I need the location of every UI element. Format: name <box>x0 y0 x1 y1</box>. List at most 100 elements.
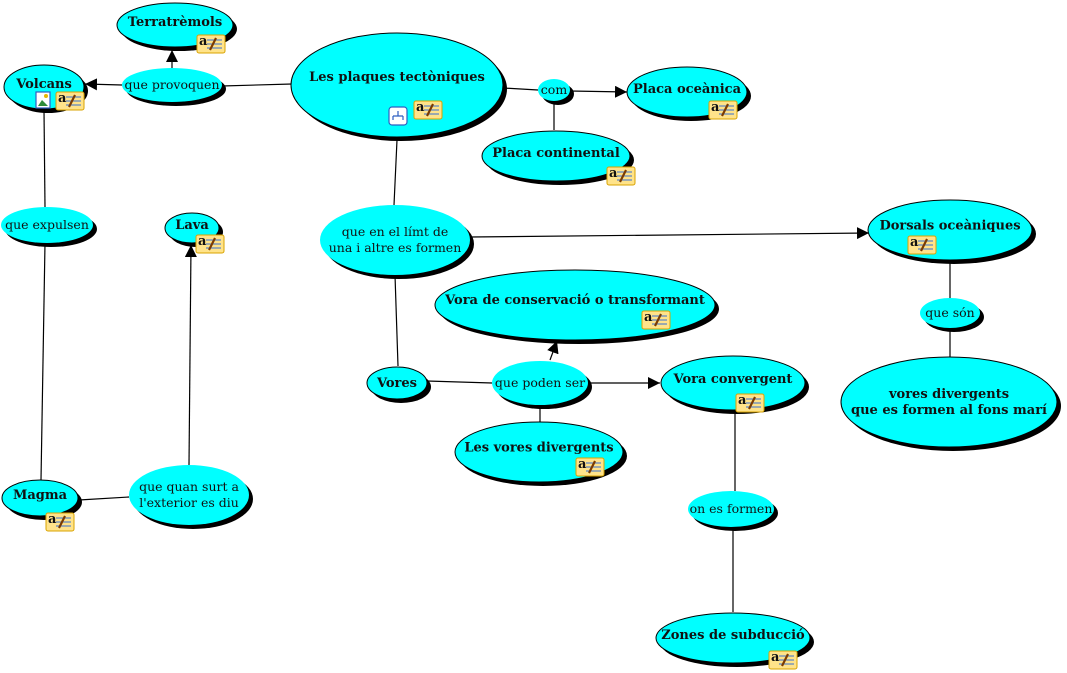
linking-phrase-formen[interactable]: on es formen <box>688 491 778 531</box>
node-label: una i altre es formen <box>329 240 462 255</box>
image-icon[interactable] <box>35 91 51 109</box>
node-label: que provoquen <box>124 77 219 92</box>
node-ellipse <box>840 356 1058 448</box>
connector-line[interactable] <box>78 496 130 501</box>
node-label: Vores <box>376 376 417 391</box>
node-label: Magma <box>13 488 68 503</box>
concept-magma[interactable]: Magma a <box>1 479 82 532</box>
svg-text:a: a <box>48 512 57 527</box>
node-ellipse <box>660 355 806 411</box>
node-label: Placa oceànica <box>633 82 742 97</box>
node-ellipse <box>492 361 588 405</box>
concept-vores[interactable]: Vores <box>366 366 431 403</box>
concept-plaques[interactable]: Les plaques tectòniques a <box>290 32 507 141</box>
node-label: on es formen <box>690 501 773 516</box>
node-label: l'exterior es diu <box>139 495 239 510</box>
note-icon[interactable]: a <box>735 393 765 413</box>
connector-line[interactable] <box>394 274 399 367</box>
note-icon[interactable]: a <box>55 91 85 111</box>
linking-phrase-surt[interactable]: que quan surt al'exterior es diu <box>129 465 253 529</box>
note-icon[interactable]: a <box>196 34 226 54</box>
connector-line[interactable] <box>393 139 398 206</box>
note-icon[interactable]: a <box>768 650 798 670</box>
node-label: que es formen al fons marí <box>851 403 1047 418</box>
concept-oceanica[interactable]: Placa oceànica a <box>626 66 751 121</box>
node-ellipse <box>122 68 222 102</box>
linking-phrase-provoquen[interactable]: que provoquen <box>122 68 226 106</box>
svg-text:a: a <box>58 91 67 106</box>
node-label: Les plaques tectòniques <box>309 70 485 85</box>
concept-subduccio[interactable]: Zones de subducció a <box>655 612 814 670</box>
node-label: Zones de subducció <box>661 628 805 643</box>
node-label: vores divergents <box>888 387 1009 402</box>
node-label: Volcans <box>15 77 72 92</box>
svg-text:a: a <box>738 393 747 408</box>
node-ellipse <box>481 130 631 182</box>
node-label: Dorsals oceàniques <box>879 219 1020 234</box>
svg-text:a: a <box>609 166 618 181</box>
connector-arrow[interactable] <box>84 78 123 91</box>
node-ellipse <box>920 298 980 328</box>
linking-phrase-poden[interactable]: que poden ser <box>492 361 592 409</box>
note-icon[interactable]: a <box>45 512 75 532</box>
note-icon[interactable]: a <box>575 457 605 477</box>
svg-text:a: a <box>910 235 919 250</box>
svg-text:a: a <box>198 234 207 249</box>
note-icon[interactable]: a <box>641 310 671 330</box>
node-ellipse <box>1 207 93 243</box>
node-label: Vora de conservació o transformant <box>444 293 705 308</box>
node-label: com <box>541 82 568 97</box>
submap-icon[interactable] <box>388 106 408 126</box>
note-icon[interactable]: a <box>606 166 636 186</box>
note-icon[interactable]: a <box>708 100 738 120</box>
linking-phrase-son[interactable]: que són <box>920 298 984 332</box>
node-ellipse <box>1 479 79 517</box>
node-label: que en el límt de <box>342 224 448 239</box>
svg-text:a: a <box>711 100 720 115</box>
linking-phrase-expulsen[interactable]: que expulsen <box>1 207 97 247</box>
node-ellipse <box>320 205 470 275</box>
svg-text:a: a <box>199 34 208 49</box>
concept-continental[interactable]: Placa continental a <box>481 130 636 186</box>
node-ellipse <box>290 32 504 138</box>
node-ellipse <box>688 491 774 527</box>
connector-arrow[interactable] <box>184 244 197 466</box>
connector-arrow[interactable] <box>469 227 870 240</box>
connector-arrow[interactable] <box>547 340 559 361</box>
note-icon[interactable]: a <box>195 234 225 254</box>
note-icon[interactable]: a <box>413 100 443 120</box>
concept-conservacio[interactable]: Vora de conservació o transformant a <box>434 269 719 344</box>
node-label: Lava <box>175 218 209 233</box>
node-label: Les vores divergents <box>464 441 613 456</box>
node-label: que poden ser <box>495 375 585 390</box>
node-label: Placa continental <box>492 146 620 161</box>
node-label: que quan surt a <box>139 479 239 494</box>
connector-line[interactable] <box>426 380 493 384</box>
connector-line[interactable] <box>502 87 539 91</box>
svg-text:a: a <box>644 310 653 325</box>
connector-arrow[interactable] <box>569 85 628 98</box>
node-ellipse <box>538 79 570 101</box>
connector-line[interactable] <box>40 242 46 481</box>
node-ellipse <box>129 465 249 525</box>
svg-text:a: a <box>578 457 587 472</box>
node-ellipse <box>366 366 428 400</box>
node-label: que són <box>925 305 974 320</box>
connector-line[interactable] <box>221 83 293 87</box>
svg-text:a: a <box>416 100 425 115</box>
svg-text:a: a <box>771 650 780 665</box>
note-icon[interactable]: a <box>907 235 937 255</box>
node-label: que expulsen <box>5 217 89 232</box>
linking-phrase-com[interactable]: com <box>538 79 574 105</box>
connector-line[interactable] <box>43 109 46 208</box>
